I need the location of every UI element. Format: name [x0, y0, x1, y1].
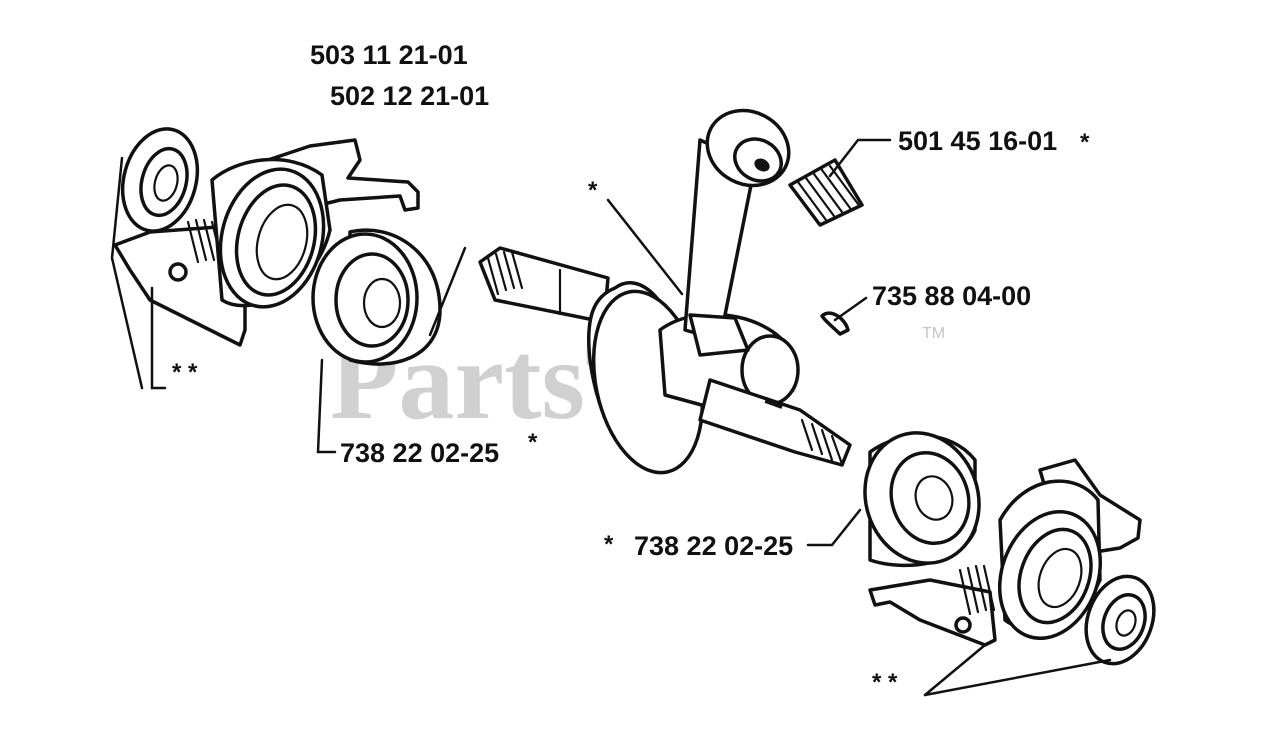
- label-needle-bearing-mark: *: [1080, 129, 1090, 156]
- connecting-rod[interactable]: [683, 96, 802, 357]
- label-housing-part-2: 502 12 21-01: [330, 81, 489, 111]
- leader-key: [833, 296, 868, 322]
- label-crankshaft-mark: *: [588, 177, 598, 204]
- leader-crankshaft: [606, 198, 684, 296]
- leader-bearing-right: [806, 508, 862, 547]
- leader-seal-right: [923, 658, 1112, 697]
- left-oil-seal[interactable]: [112, 120, 208, 239]
- leader-housing-right: [923, 643, 987, 697]
- label-housing-part-1: 503 11 21-01: [310, 40, 468, 70]
- label-bearing-left: 738 22 02-25: [340, 438, 499, 468]
- label-seal-left-mark: * *: [172, 359, 198, 386]
- label-key: 735 88 04-00: [872, 281, 1031, 311]
- leader-needle-bearing: [828, 138, 892, 178]
- woodruff-key[interactable]: [820, 311, 850, 336]
- label-bearing-right: 738 22 02-25: [634, 531, 793, 561]
- label-seal-right-mark: * *: [872, 669, 898, 696]
- leader-seal-left: [110, 156, 144, 390]
- needle-bearing[interactable]: [788, 158, 864, 227]
- crankshaft[interactable]: [478, 246, 852, 483]
- left-crankcase-housing[interactable]: [113, 138, 420, 347]
- leader-housing-left: [150, 286, 167, 390]
- right-ball-bearing[interactable]: [848, 418, 995, 578]
- label-needle-bearing: 501 45 16-01: [898, 126, 1057, 156]
- leader-bearing-left-upper: [428, 246, 467, 337]
- right-crankcase-housing[interactable]: [868, 458, 1142, 652]
- left-ball-bearing[interactable]: [311, 228, 442, 366]
- label-bearing-left-mark: *: [528, 429, 538, 456]
- label-bearing-right-mark: *: [604, 531, 614, 558]
- leader-bearing-left: [316, 358, 337, 454]
- watermark-trademark: TM: [922, 325, 945, 342]
